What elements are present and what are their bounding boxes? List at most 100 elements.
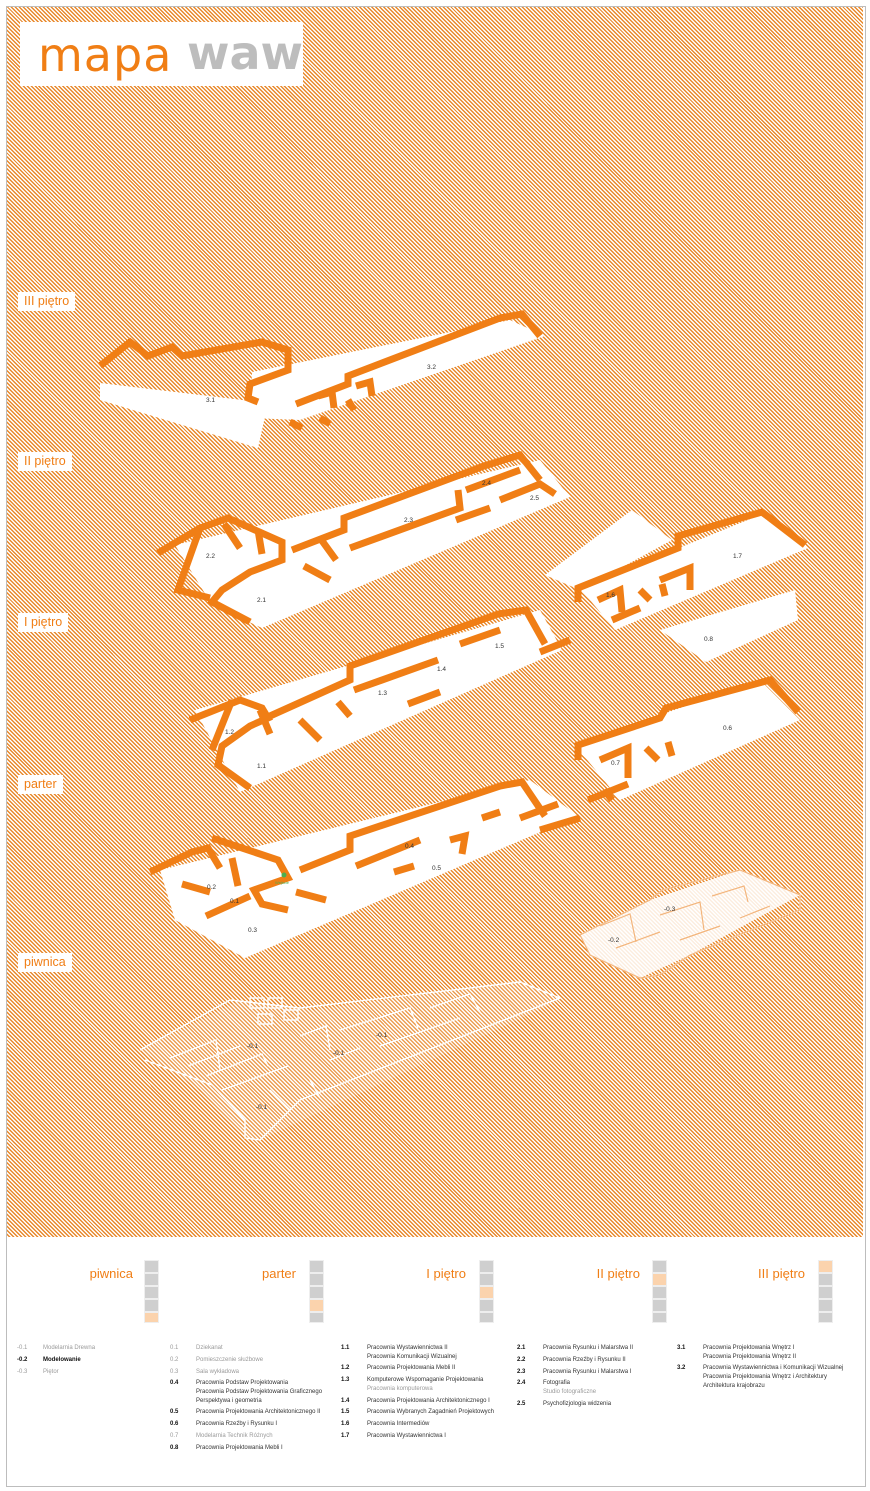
legend-entry-number: 2.3	[517, 1368, 526, 1375]
building-icon-parter	[309, 1260, 324, 1332]
legend-entry-text: Pracownia Komunikacji Wizualnej	[367, 1353, 457, 1360]
legend-entry: 0.8 Pracownia Projektowania Mebli I	[170, 1444, 344, 1453]
legend-entry-number: 1.1	[341, 1345, 350, 1351]
room-label-0-5: 0.5	[432, 865, 441, 872]
title-box: mapa waw	[20, 22, 303, 86]
legend-entry-text: Pracownia komputerowa	[367, 1385, 433, 1392]
legend-entry-number: 0.8	[170, 1444, 179, 1451]
legend-column-piwnica: -0.1 Modelarnia Drewna -0.2 Modelowanie -0.3…	[17, 1344, 191, 1379]
legend-header-2: II piętro	[596, 1266, 640, 1281]
legend-entry-text: Pracownia Projektowania Wnętrz i Archite…	[703, 1373, 828, 1380]
legend-entry-text: Pracownia Rzeźby i Rysunku II	[543, 1356, 626, 1363]
legend-entry-number: 0.4	[170, 1380, 179, 1387]
legend-entry-text: Sala wykładowa	[196, 1368, 240, 1375]
legend-entry-text: Modelarnia Drewna	[43, 1345, 96, 1351]
legend-header-piwnica: piwnica	[89, 1266, 133, 1281]
legend-entry-number: 0.1	[170, 1345, 179, 1351]
legend-entry-number: 1.5	[341, 1409, 350, 1416]
building-icon-piwnica	[144, 1260, 159, 1332]
room-label-0-7: 0.7	[611, 760, 620, 767]
room-label-0-3: 0.3	[248, 927, 257, 934]
floor-label-1: I piętro	[18, 613, 69, 632]
room-label-1-7: 1.7	[733, 553, 742, 560]
legend-entry-text: Pracownia Rysunku i Malarstwa II	[543, 1345, 634, 1351]
legend-entry-number: 0.6	[170, 1421, 179, 1428]
legend-entry-text: Modelowanie	[43, 1356, 81, 1363]
floor-label-basement: piwnica	[18, 953, 72, 972]
legend-entry-text: Perspektywa i geometria	[196, 1397, 262, 1404]
legend-entry-text: Komputerowe Wspomaganie Projektowania	[367, 1377, 484, 1384]
legend-entry-text: Pracownia Podstaw Projektowania Graficzn…	[196, 1388, 323, 1395]
legend-entry-text: Pracownia Projektowania Mebli I	[196, 1444, 283, 1451]
floor-3-plan: 3.1 3.2	[97, 310, 545, 448]
isometric-floor-plans: 3.1 3.2 2.2 2.1 2.3 2.4 2.5	[97, 310, 808, 1111]
legend-header-1: I piętro	[426, 1266, 466, 1281]
room-label-m0-1-c: -0.1	[376, 1032, 388, 1039]
legend-entry-text: Pracownia Projektowania Architektoniczne…	[367, 1397, 490, 1404]
legend-entry: 2.2 Pracownia Rzeźby i Rysunku II	[517, 1356, 691, 1365]
legend-entry-text: Pomieszczenie służbowe	[196, 1356, 264, 1363]
legend-entry-text: Psychofizjologia widzenia	[543, 1400, 612, 1407]
legend-entry-text: Pracownia Wybranych Zagadnień Projektowy…	[367, 1409, 495, 1416]
legend-entry: -0.1 Modelarnia Drewna	[17, 1344, 191, 1353]
room-label-1-2: 1.2	[225, 729, 234, 736]
legend-column-2: 2.1 Pracownia Rysunku i Malarstwa II 2.2 Pr…	[517, 1344, 691, 1412]
room-label-3-1: 3.1	[206, 397, 215, 404]
legend-entry-number: 2.1	[517, 1345, 526, 1351]
room-label-1-4: 1.4	[437, 666, 446, 673]
room-label-0-8: 0.8	[704, 636, 713, 643]
legend-entry: 3.1 Pracownia Projektowania Wnętrz I Praco…	[677, 1344, 851, 1361]
legend-entry-number: -0.3	[17, 1368, 28, 1375]
legend-entry-text: Pracownia Podstaw Projektowania	[196, 1380, 289, 1387]
legend: piwnica parter I piętro II piętro III pi…	[7, 1237, 863, 1485]
legend-entry-number: 0.3	[170, 1368, 179, 1375]
legend-entry-number: -0.1	[17, 1345, 28, 1351]
room-label-m0-3: -0.3	[664, 906, 676, 913]
room-label-m0-1-b: -0.1	[333, 1050, 345, 1057]
floor-label-2: II piętro	[18, 452, 72, 471]
room-label-m0-1-d: -0.1	[256, 1104, 268, 1111]
legend-entry-number: 1.3	[341, 1377, 350, 1384]
legend-entry-text: Pracownia Rzeźby i Rysunku I	[196, 1421, 278, 1428]
legend-entry-number: 2.2	[517, 1356, 526, 1363]
legend-entry-text: Pracownia Projektowania Wnętrz II	[703, 1353, 797, 1360]
room-label-1-3: 1.3	[378, 690, 387, 697]
legend-entry-number: 0.5	[170, 1409, 179, 1416]
legend-entry-number: -0.2	[17, 1356, 28, 1363]
room-label-0-1: 0.1	[230, 898, 239, 905]
legend-entry-text: Pracownia Projektowania Architektoniczne…	[196, 1409, 321, 1416]
legend-entry-text: Fotografia	[543, 1380, 571, 1387]
legend-entry: 0.1 Dziekanat	[170, 1344, 344, 1353]
legend-entry-text: Pracownia Wystawiennictwa I	[367, 1432, 446, 1439]
legend-entry-text: Pracownia Wystawiennictwa i Komunikacji …	[703, 1365, 844, 1372]
room-label-2-3: 2.3	[404, 517, 413, 524]
room-label-2-4: 2.4	[482, 480, 491, 487]
legend-entry-text: Architektura krajobrazu	[703, 1382, 765, 1389]
legend-entry-text: Modelarnia Technik Różnych	[196, 1432, 273, 1439]
legend-entry: -0.2 Modelowanie	[17, 1356, 191, 1365]
legend-entry-text: Dziekanat	[196, 1345, 223, 1351]
legend-entry-number: 2.4	[517, 1380, 526, 1387]
floor-1-plan: 1.6 1.7 0.8 1.2 1.1 1.3 1.4 1.5	[188, 508, 808, 792]
legend-entry: 1.5 Pracownia Wybranych Zagadnień Projekt…	[341, 1408, 515, 1417]
room-label-2-2: 2.2	[206, 553, 215, 560]
legend-entry-number: 1.7	[341, 1432, 350, 1439]
floor-label-3: III piętro	[18, 292, 76, 311]
legend-entry-text: Piętor	[43, 1368, 59, 1375]
legend-entry-number: 1.6	[341, 1421, 350, 1428]
legend-entry-text: Pracownia Projektowania Wnętrz I	[703, 1345, 795, 1351]
legend-entry-number: 3.1	[677, 1345, 686, 1351]
legend-entry: 0.5 Pracownia Projektowania Architektonic…	[170, 1408, 344, 1417]
